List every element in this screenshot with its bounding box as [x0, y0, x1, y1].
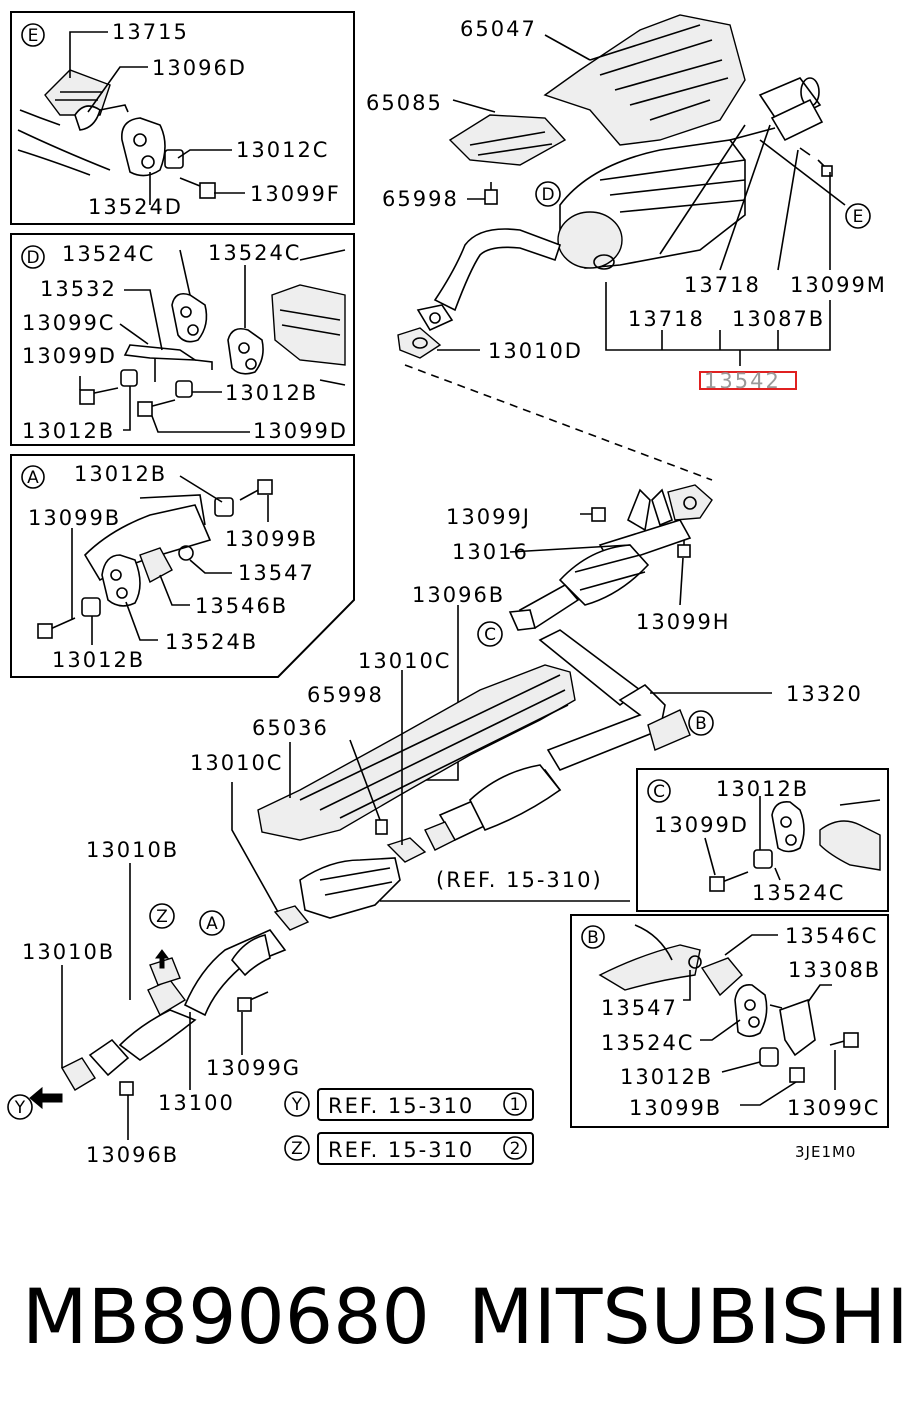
b-13546C: 13546C [785, 924, 878, 948]
inset-e-tag: E [28, 26, 39, 46]
label-65998-b: 65998 [307, 683, 384, 707]
ref-y-num: 1 [510, 1095, 521, 1115]
marker-d: D [541, 185, 554, 205]
ref-box-y: Y REF. 15-310 1 [284, 1088, 534, 1121]
label-13320: 13320 [786, 682, 863, 706]
label-13087B: 13087B [732, 307, 825, 331]
inset-a-tag: A [27, 468, 39, 488]
diagram-code: 3JE1M0 [795, 1143, 856, 1161]
e-13096D: 13096D [152, 56, 247, 80]
c-13524C: 13524C [752, 881, 845, 905]
e-13715: 13715 [112, 20, 189, 44]
marker-z: Z [156, 907, 168, 927]
label-13010C-b: 13010C [190, 751, 283, 775]
label-13010D: 13010D [488, 339, 583, 363]
a-13547: 13547 [238, 561, 315, 585]
highlight-13542 [699, 371, 797, 390]
inset-d-tag: D [26, 248, 39, 268]
label-13010B-a: 13010B [86, 838, 179, 862]
d-13012B-a: 13012B [225, 381, 318, 405]
d-13524C-b: 13524C [208, 241, 301, 265]
marker-c: C [484, 625, 496, 645]
label-13010B-b: 13010B [22, 940, 115, 964]
label-65998-a: 65998 [382, 187, 459, 211]
d-13532: 13532 [40, 277, 117, 301]
a-13012B-a: 13012B [74, 462, 167, 486]
inset-b-tag: B [587, 928, 599, 948]
exhaust-parts-diagram: E 13715 13096D 13012C 13524D 13099F D [7, 11, 889, 1167]
label-13718-a: 13718 [684, 273, 761, 297]
d-13012B-b: 13012B [22, 419, 115, 443]
label-13099M: 13099M [790, 273, 887, 297]
ref-main: (REF. 15-310) [436, 868, 603, 892]
b-13524C: 13524C [601, 1031, 694, 1055]
inset-c: C 13012B 13099D 13524C [636, 768, 889, 912]
label-13718-b: 13718 [628, 307, 705, 331]
inset-b: B 13546C 13308B 13547 13524C 13012B 1309… [570, 914, 889, 1128]
catalytic-converter [299, 857, 401, 919]
ref-z-num: 2 [510, 1139, 521, 1159]
a-13546B: 13546B [195, 594, 288, 618]
inset-e: E 13715 13096D 13012C 13524D 13099F [10, 11, 355, 225]
inset-c-tag: C [653, 782, 665, 802]
label-13096B: 13096B [412, 583, 505, 607]
a-13099B-a: 13099B [28, 506, 121, 530]
label-13542: 13542 [704, 369, 781, 393]
b-13099C: 13099C [787, 1096, 880, 1120]
label-65047: 65047 [460, 17, 537, 41]
muffler-assembly: D E 65047 65085 65998 13010D 13718 13099… [366, 14, 887, 393]
marker-a: A [206, 914, 218, 934]
d-13099D: 13099D [22, 344, 117, 368]
label-65036: 65036 [252, 716, 329, 740]
heat-shield-65047 [543, 14, 746, 146]
dashed-connector [404, 364, 713, 481]
label-13099G: 13099G [206, 1056, 301, 1080]
ref-z-text: REF. 15-310 [328, 1138, 474, 1162]
label-13010C-a: 13010C [358, 649, 451, 673]
center-pipe-assembly: C B 13099J 13016 13099H 13096B 13320 [412, 484, 863, 781]
e-13099F: 13099F [250, 182, 341, 206]
label-13016: 13016 [452, 540, 529, 564]
b-13012B: 13012B [620, 1065, 713, 1089]
b-13099B: 13099B [629, 1096, 722, 1120]
label-13099H: 13099H [636, 610, 731, 634]
d-13524C-a: 13524C [62, 242, 155, 266]
c-13099D: 13099D [654, 813, 749, 837]
a-13524B: 13524B [165, 630, 258, 654]
heat-shield-65085 [448, 114, 567, 166]
ref-z-marker: Z [291, 1139, 303, 1159]
b-13308B: 13308B [788, 958, 881, 982]
ref-y-marker: Y [291, 1095, 303, 1115]
e-13524D: 13524D [88, 195, 183, 219]
ref-y-text: REF. 15-310 [328, 1094, 474, 1118]
inset-a: A 13012B 13099B 13099B 13547 13546B 1301… [10, 454, 355, 678]
inset-d: D 13524C 13524C 13532 13099C 1 [10, 233, 355, 446]
a-13099B-b: 13099B [225, 527, 318, 551]
marker-e: E [853, 207, 864, 227]
d-13099D-b: 13099D [253, 419, 348, 443]
b-13547: 13547 [601, 996, 678, 1020]
brand-name: MITSUBISHI [468, 1272, 909, 1361]
a-13012B-b: 13012B [52, 648, 145, 672]
marker-y: Y [14, 1098, 26, 1118]
label-13099J: 13099J [446, 505, 531, 529]
label-13096B-b: 13096B [86, 1143, 179, 1167]
part-number: MB890680 [22, 1272, 430, 1361]
part-footer: MB890680 MITSUBISHI [0, 1262, 909, 1372]
marker-b: B [695, 714, 707, 734]
e-13012C: 13012C [236, 138, 329, 162]
label-65085: 65085 [366, 91, 443, 115]
d-13099C: 13099C [22, 311, 115, 335]
c-13012B: 13012B [716, 777, 809, 801]
lower-assembly: A Z Y 13010C 65998 65036 13010C (REF. 15… [7, 649, 630, 1167]
ref-box-z: Z REF. 15-310 2 [284, 1132, 534, 1165]
label-13100: 13100 [158, 1091, 235, 1115]
